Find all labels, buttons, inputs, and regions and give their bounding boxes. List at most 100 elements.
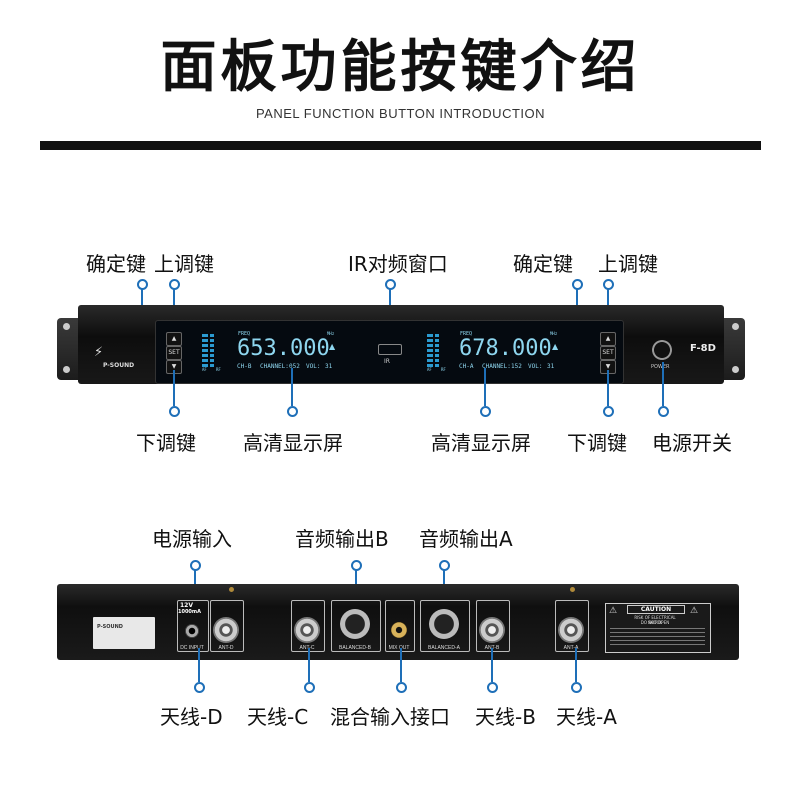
caution-line1: RISK OF ELECTRICAL SHOCK (634, 615, 676, 625)
callout-line (662, 362, 664, 406)
label-power-switch: 电源开关 (652, 431, 732, 455)
callout-pin (169, 406, 180, 417)
callout-pin (480, 406, 491, 417)
set-button-right[interactable]: SET (600, 346, 616, 360)
rack-hole (732, 323, 739, 330)
balanced-a-box (420, 600, 470, 652)
label-audio-out-a: 音频输出A (419, 527, 513, 551)
vol-value-b: 31 (325, 363, 333, 370)
vol-value-a: 31 (547, 363, 555, 370)
balanced-b-label: BALANCED-B (339, 645, 371, 651)
xlr-out-b-connector[interactable] (340, 609, 370, 639)
rating-label-sticker (93, 617, 155, 649)
channel-label-b: CHANNEL: (260, 363, 289, 370)
rf-meter (427, 334, 433, 368)
antenna-c-connector[interactable] (294, 617, 320, 643)
callout-pin (571, 682, 582, 693)
screw (229, 587, 234, 592)
frequency-b: 653.000 (237, 336, 330, 361)
vol-label-a: VOL: (528, 363, 543, 370)
freq-caption: FREQ (460, 331, 473, 337)
channel-label-a: CHANNEL: (482, 363, 511, 370)
callout-line (291, 368, 293, 406)
callout-line (607, 370, 609, 406)
ant-d-box (210, 600, 244, 652)
af-label: AF (427, 367, 432, 372)
signal-icon: ▲ (552, 342, 559, 351)
ir-sensor-icon (378, 344, 402, 355)
rack-hole (63, 323, 70, 330)
sticker-brand: P-SOUND (97, 624, 123, 630)
callout-pin (603, 406, 614, 417)
brand-logo: P-SOUND (103, 362, 135, 369)
channel-value-a: 152 (511, 363, 522, 370)
lcd-screen-a: AF RF FREQ 678.000 MHz ▲ CH-A CHANNEL: 1… (425, 330, 565, 374)
label-audio-out-b: 音频输出B (295, 527, 389, 551)
dc-input-label: DC INPUT (180, 645, 204, 651)
display-glass (155, 320, 624, 384)
label-confirm-left: 确定键 (86, 252, 146, 276)
label-down-left: 下调键 (136, 431, 196, 455)
antenna-d-connector[interactable] (213, 617, 239, 643)
callout-pin (304, 682, 315, 693)
screw (570, 587, 575, 592)
label-mix-input: 混合输入接口 (330, 705, 450, 729)
power-label: POWER (651, 364, 670, 370)
ant-c-label: ANT-C (299, 645, 315, 651)
callout-line (308, 648, 310, 682)
rack-hole (63, 366, 70, 373)
model-name: F-8D (690, 343, 716, 354)
callout-line (400, 648, 402, 682)
up-button-right[interactable]: ▲ (600, 332, 616, 346)
callout-pin (194, 682, 205, 693)
up-button-left[interactable]: ▲ (166, 332, 182, 346)
label-up-left: 上调键 (154, 252, 214, 276)
antenna-a-connector[interactable] (558, 617, 584, 643)
label-antenna-a: 天线-A (556, 705, 617, 729)
mix-jack[interactable] (391, 622, 407, 638)
callout-line (484, 368, 486, 406)
lcd-screen-b: AF RF FREQ 653.000 MHz ▲ CH-B CHANNEL: 0… (200, 330, 340, 374)
dc-input-box (177, 600, 209, 652)
power-button[interactable] (652, 340, 672, 360)
ant-d-label: ANT-D (218, 645, 234, 651)
brand-logo-mark: ⚡ (94, 345, 104, 360)
antenna-b-connector[interactable] (479, 617, 505, 643)
callout-line (198, 648, 200, 682)
callout-line (491, 648, 493, 682)
warning-icon: ⚠ (609, 606, 618, 616)
rack-hole (732, 366, 739, 373)
label-power-input: 电源输入 (152, 527, 232, 551)
label-display-left: 高清显示屏 (243, 431, 343, 455)
label-confirm-right: 确定键 (513, 252, 573, 276)
rf-label: RF (216, 367, 221, 372)
af-label: AF (202, 367, 207, 372)
caution-line2: DO NOT OPEN (640, 620, 670, 625)
ch-a: CH-A (459, 363, 474, 370)
ant-a-label: ANT-A (563, 645, 579, 651)
balanced-b-box (331, 600, 381, 652)
callout-line (173, 370, 175, 406)
warning-icon: ⚠ (690, 606, 699, 616)
label-up-right: 上调键 (598, 252, 658, 276)
caution-title: CAUTION (627, 605, 685, 614)
xlr-out-a-connector[interactable] (429, 609, 459, 639)
page-title: 面板功能按键介绍 (160, 35, 641, 100)
label-ir-window: IR对频窗口 (348, 252, 448, 276)
dc-jack[interactable] (185, 624, 199, 638)
mix-out-label: MIX OUT (388, 645, 410, 651)
rf-meter (202, 334, 208, 368)
balanced-a-label: BALANCED-A (428, 645, 460, 651)
ant-b-box (476, 600, 510, 652)
vol-label-b: VOL: (306, 363, 321, 370)
af-meter (210, 334, 214, 368)
callout-pin (487, 682, 498, 693)
header-divider (40, 141, 761, 150)
af-meter (435, 334, 439, 368)
ir-label: IR (384, 358, 390, 365)
callout-pin (658, 406, 669, 417)
unit-a: MHz (550, 331, 558, 336)
set-button-left[interactable]: SET (166, 346, 182, 360)
label-down-right: 下调键 (567, 431, 627, 455)
ch-b: CH-B (237, 363, 252, 370)
